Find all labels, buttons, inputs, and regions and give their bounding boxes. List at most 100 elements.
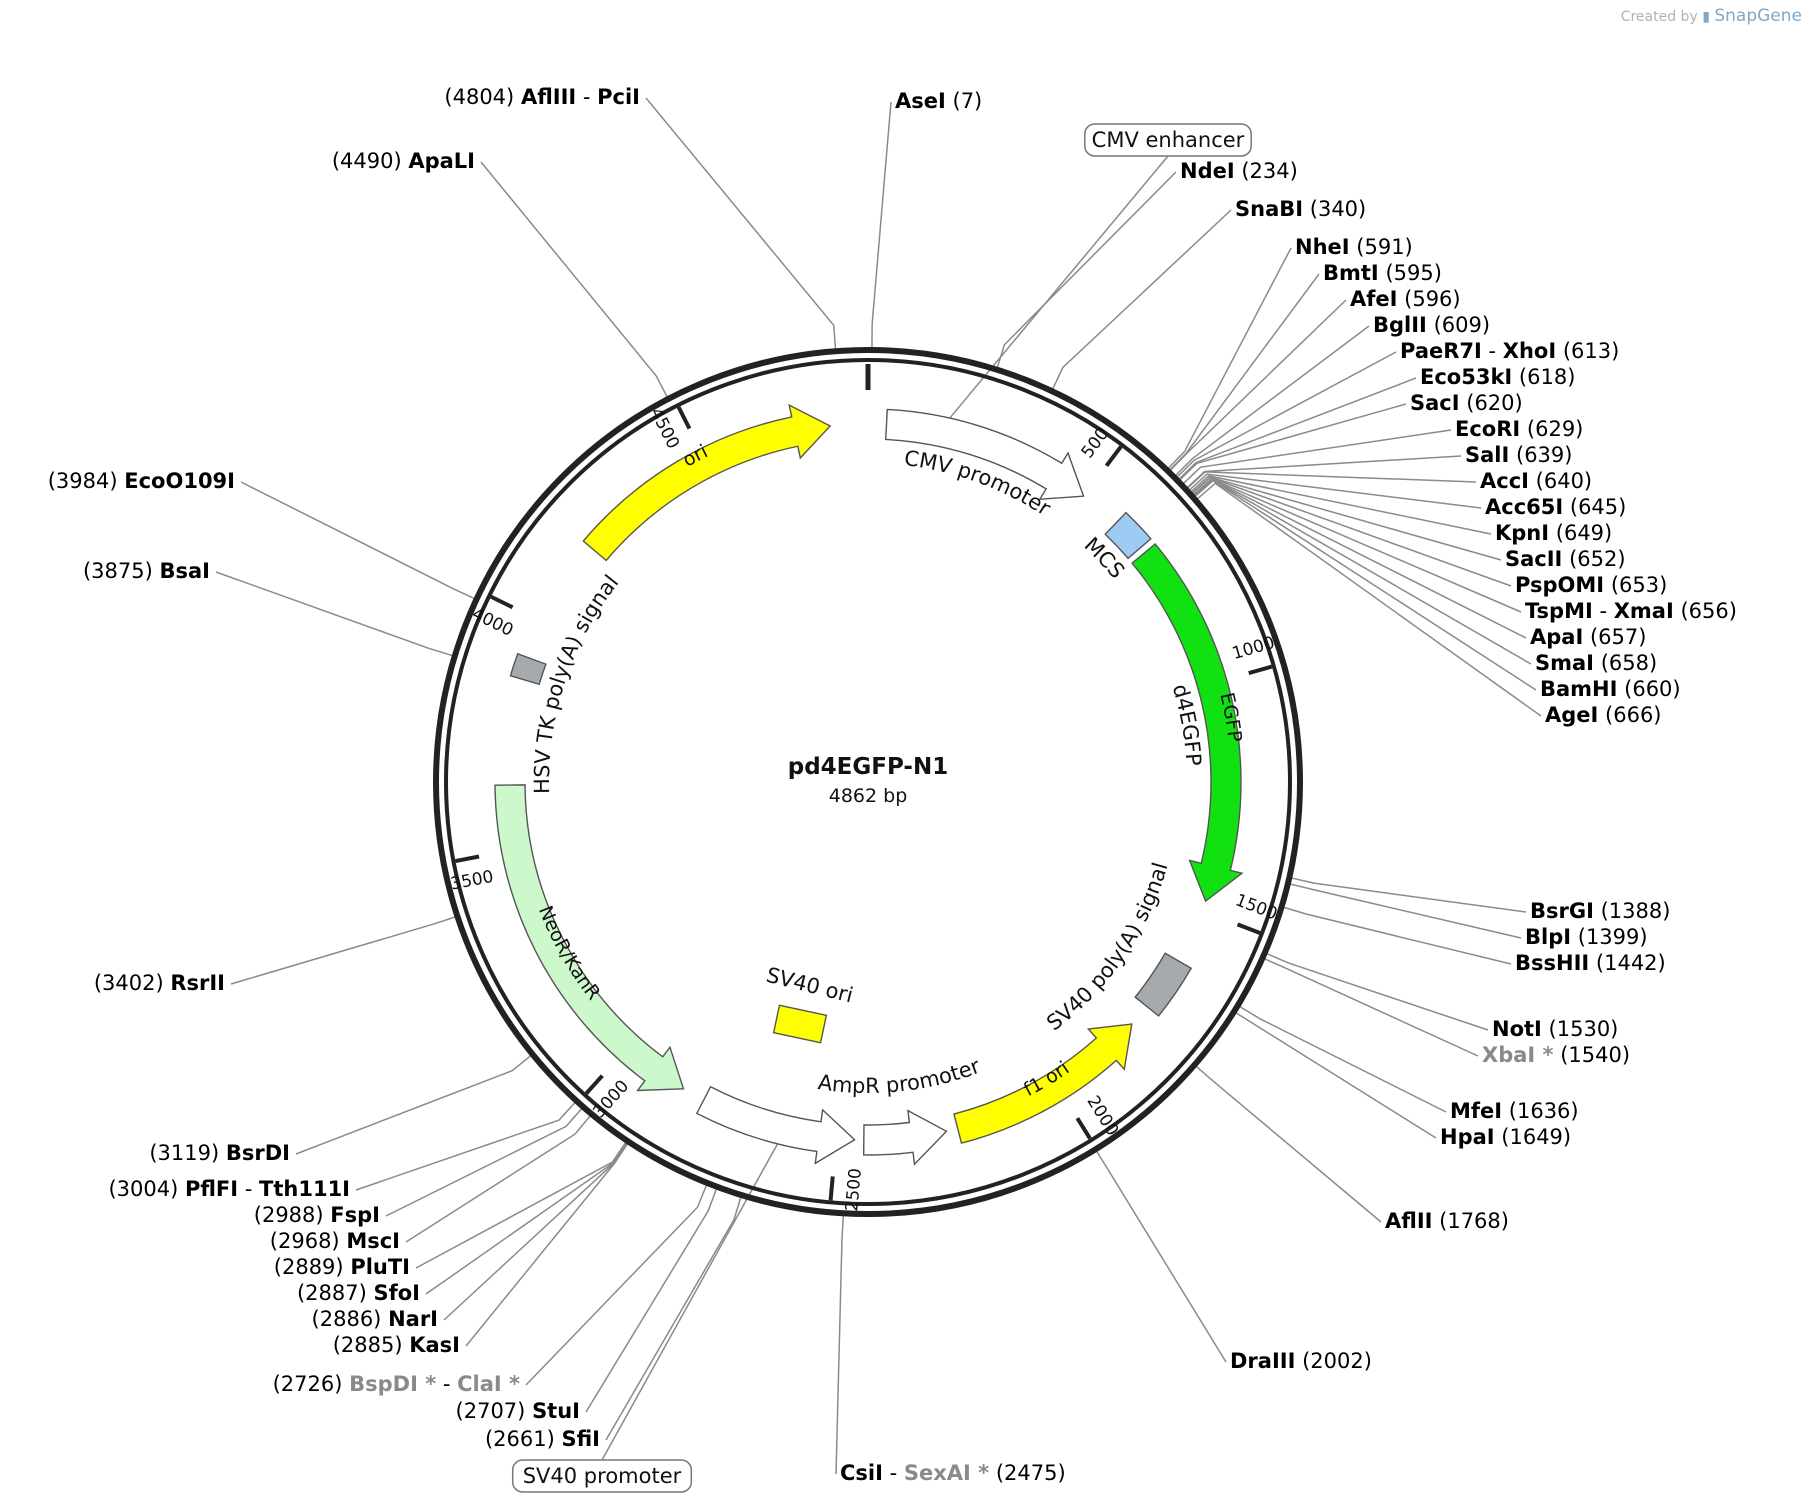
tick-label: 2500: [842, 1167, 866, 1212]
site-pflfi-tth111i: (3004) PflFI - Tth111I: [108, 1177, 350, 1201]
site-spacer: [164, 971, 171, 995]
credit-brand: SnapGene: [1714, 6, 1802, 26]
site-enzyme-name: PaeR7I: [1400, 339, 1482, 363]
site-enzyme-name: SexAI *: [904, 1461, 989, 1485]
site-leader-line: [1169, 299, 1347, 472]
site-rsrii: (3402) RsrII: [94, 971, 225, 995]
site-enzyme-name: SmaI: [1535, 651, 1594, 675]
site-leader-lines: [215, 97, 1542, 1475]
site-apali: (4490) ApaLI: [332, 149, 475, 173]
restriction-site-labels: AseI (7)NdeI (234)SnaBI (340)NheI (591)B…: [48, 85, 1737, 1485]
site-spacer: [340, 1229, 347, 1253]
site-saci: SacI (620): [1410, 391, 1523, 415]
site-separator: -: [436, 1372, 457, 1396]
feature-sv40-poly-a-signal: [1134, 952, 1193, 1017]
site-position: (591): [1356, 235, 1412, 259]
site-enzyme-name: PciI: [597, 85, 640, 109]
site-draiii: DraIII (2002): [1230, 1349, 1372, 1373]
site-spacer: [1520, 417, 1527, 441]
site-bamhi: BamHI (660): [1540, 677, 1681, 701]
site-enzyme-name: RsrII: [170, 971, 225, 995]
site-spacer: [1509, 443, 1516, 467]
site-spacer: [403, 1333, 410, 1357]
site-enzyme-name: SfoI: [373, 1281, 420, 1305]
site-bsrgi: BsrGI (1388): [1530, 899, 1670, 923]
site-leader-line: [230, 916, 456, 985]
site-leader-line: [1167, 247, 1292, 470]
site-blpi: BlpI (1399): [1525, 925, 1648, 949]
site-spacer: [1556, 339, 1563, 363]
site-mfei: MfeI (1636): [1450, 1099, 1579, 1123]
site-leader-line: [1193, 478, 1532, 665]
site-enzyme-name: BmtI: [1323, 261, 1379, 285]
site-position: (3004): [108, 1177, 178, 1201]
feature-f1-ori: [953, 1023, 1133, 1144]
site-position: (595): [1385, 261, 1441, 285]
site-spacer: [1495, 1125, 1502, 1149]
site-position: (1388): [1601, 899, 1671, 923]
site-noti: NotI (1530): [1492, 1017, 1618, 1041]
site-afliii-pcii: (4804) AflIII - PciI: [444, 85, 640, 109]
site-spacer: [1350, 235, 1357, 259]
site-enzyme-name: NheI: [1295, 235, 1350, 259]
site-leader-line: [1192, 478, 1522, 613]
site-enzyme-name: NdeI: [1180, 159, 1235, 183]
site-acc65i: Acc65I (645): [1485, 495, 1626, 519]
site-position: (2726): [273, 1372, 343, 1396]
site-spacer: [1512, 365, 1519, 389]
site-enzyme-name: BlpI: [1525, 925, 1571, 949]
site-position: (1399): [1578, 925, 1648, 949]
site-position: (653): [1611, 573, 1667, 597]
site-position: (609): [1434, 313, 1490, 337]
site-leader-line: [1195, 1065, 1382, 1223]
site-position: (652): [1569, 547, 1625, 571]
site-position: (2475): [996, 1461, 1066, 1485]
site-position: (7): [953, 89, 983, 113]
tick-mark: [1248, 664, 1273, 676]
site-leader-line: [996, 171, 1177, 368]
site-enzyme-name: AccI: [1480, 469, 1529, 493]
site-enzyme-name: AgeI: [1545, 703, 1598, 727]
tick-mark: [584, 1074, 604, 1095]
tick-label: 4500: [646, 405, 683, 453]
site-position: (1442): [1596, 951, 1666, 975]
site-pspomi: PspOMI (653): [1515, 573, 1667, 597]
site-position: (1540): [1560, 1043, 1630, 1067]
site-spacer: [1295, 1349, 1302, 1373]
site-spacer: [1529, 469, 1536, 493]
site-leader-line: [835, 1215, 845, 1475]
hsv-tk-poly-a-signal-label-text: HSV TK poly(A) signal: [530, 570, 623, 794]
site-smai: SmaI (658): [1535, 651, 1657, 675]
tick-mark: [828, 1176, 835, 1201]
site-leader-line: [1182, 429, 1452, 485]
site-enzyme-name: Acc65I: [1485, 495, 1563, 519]
site-spacer: [1589, 951, 1596, 975]
feature-sv40-ori: SV40 ori: [764, 963, 855, 1044]
site-spacer: [525, 1399, 532, 1423]
site-spacer: [402, 149, 409, 173]
site-position: (2968): [270, 1229, 340, 1253]
site-enzyme-name: SfiI: [561, 1427, 600, 1451]
site-sali: SalI (639): [1465, 443, 1572, 467]
tick-mark: [1075, 1117, 1092, 1140]
tick-mark: [490, 594, 514, 610]
site-position: (2886): [312, 1307, 382, 1331]
plasmid-name: pd4EGFP-N1: [788, 754, 948, 780]
site-position: (656): [1680, 599, 1736, 623]
site-enzyme-name: SalI: [1465, 443, 1509, 467]
boxed-feature-label: SV40 promoter: [523, 1464, 682, 1488]
site-leader-line: [1186, 471, 1477, 489]
site-leader-line: [1289, 883, 1522, 939]
site-position: (660): [1624, 677, 1680, 701]
site-leader-line: [385, 1107, 583, 1217]
site-position: (3119): [149, 1141, 219, 1165]
site-enzyme-name: ClaI *: [457, 1372, 520, 1396]
backbone-inner-ring: [444, 358, 1292, 1206]
tick-mark: [676, 406, 692, 430]
site-spacer: [1598, 703, 1605, 727]
site-separator: -: [1593, 599, 1614, 623]
site-bsai: (3875) BsaI: [83, 559, 210, 583]
site-leader-line: [645, 97, 837, 350]
site-position: (639): [1516, 443, 1572, 467]
